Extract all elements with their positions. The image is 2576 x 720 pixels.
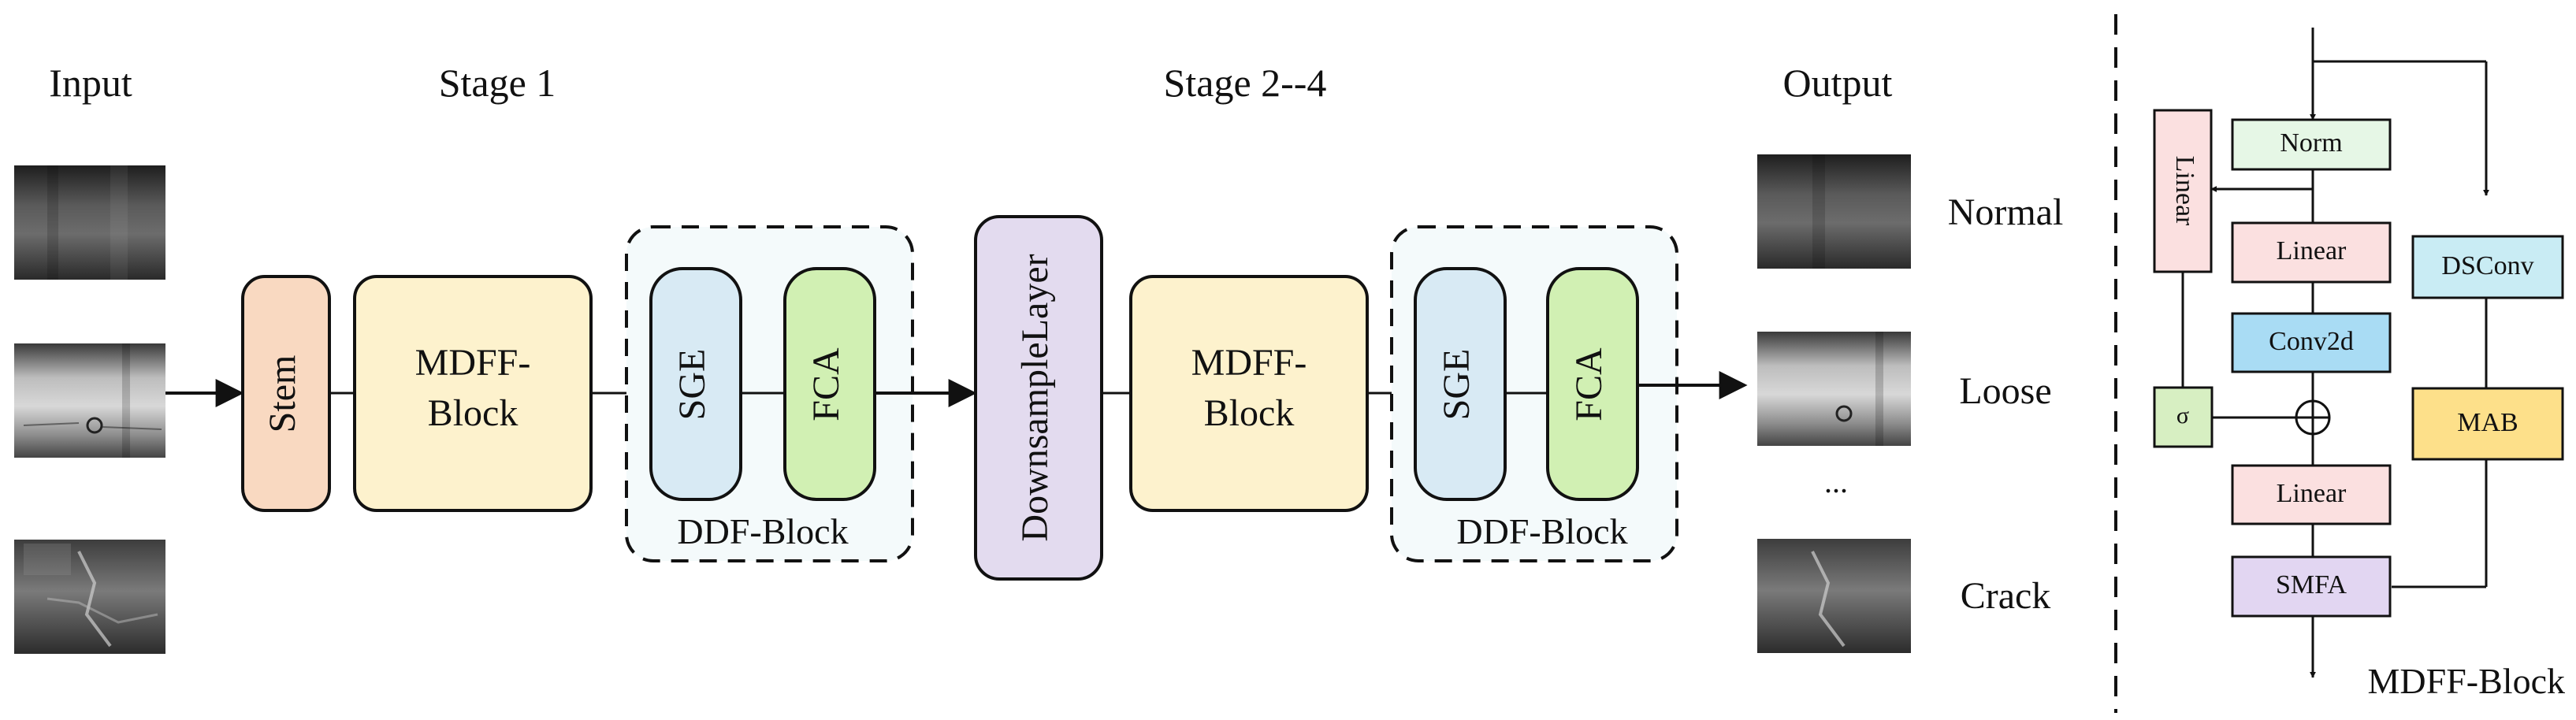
conv2d-block [2231, 312, 2392, 373]
norm-label: Norm [2280, 128, 2342, 158]
mdff-label-line1: MDFF- [415, 342, 531, 384]
fca-label-stage24: FCA [1568, 347, 1610, 421]
mdff-label-stage24-line2: Block [1204, 392, 1295, 434]
downsample-label: DownsampleLayer [1014, 254, 1056, 541]
fca-block-stage1 [783, 267, 876, 501]
output-image-crack [1757, 539, 1911, 653]
header-input: Input [49, 61, 132, 105]
input-image-crack [14, 540, 165, 654]
mab-label: MAB [2457, 408, 2518, 437]
fca-label-stage1: FCA [805, 347, 847, 421]
stem-label: Stem [262, 355, 303, 433]
norm-block [2231, 118, 2392, 171]
mab-block [2411, 387, 2564, 461]
output-ellipsis: ... [1824, 464, 1848, 499]
sge-block-stage24 [1414, 267, 1507, 501]
mdff-detail-panel [2181, 28, 2489, 678]
sigma-block [2153, 386, 2214, 448]
smfa-label: SMFA [2276, 570, 2347, 599]
output-image-normal [1757, 154, 1911, 269]
sigma-label: σ [2176, 403, 2189, 429]
mdff-label-line2: Block [428, 392, 519, 434]
class-label-crack: Crack [1961, 575, 2051, 617]
dsconv-block [2411, 235, 2564, 299]
sge-block-stage1 [649, 267, 742, 501]
class-label-loose: Loose [1959, 370, 2051, 412]
conv2d-label: Conv2d [2269, 327, 2354, 356]
linear-side-block [2153, 109, 2213, 273]
input-image-normal [14, 165, 165, 280]
dsconv-label: DSConv [2441, 251, 2533, 280]
mdff-label-stage24-line1: MDFF- [1191, 342, 1307, 384]
ddf-label-stage1: DDF-Block [677, 511, 848, 551]
linear-side-label: Linear [2170, 156, 2199, 226]
mdff-detail-caption: MDFF-Block [2368, 661, 2565, 701]
header-output: Output [1783, 61, 1893, 105]
sge-label-stage24: SGE [1436, 349, 1478, 421]
linear-bottom-block [2231, 464, 2392, 525]
linear-bottom-label: Linear [2277, 479, 2347, 508]
header-stage1: Stage 1 [439, 61, 556, 105]
ddf-label-stage24: DDF-Block [1456, 511, 1627, 551]
smfa-block [2231, 555, 2392, 618]
header-stage24: Stage 2--4 [1164, 61, 1327, 105]
downsample-layer [974, 215, 1103, 581]
class-label-normal: Normal [1948, 191, 2064, 233]
linear-top-block [2231, 221, 2392, 284]
sge-label-stage1: SGE [671, 349, 713, 421]
output-image-loose [1757, 332, 1911, 446]
linear-top-label: Linear [2277, 236, 2347, 265]
input-image-loose [14, 343, 165, 458]
